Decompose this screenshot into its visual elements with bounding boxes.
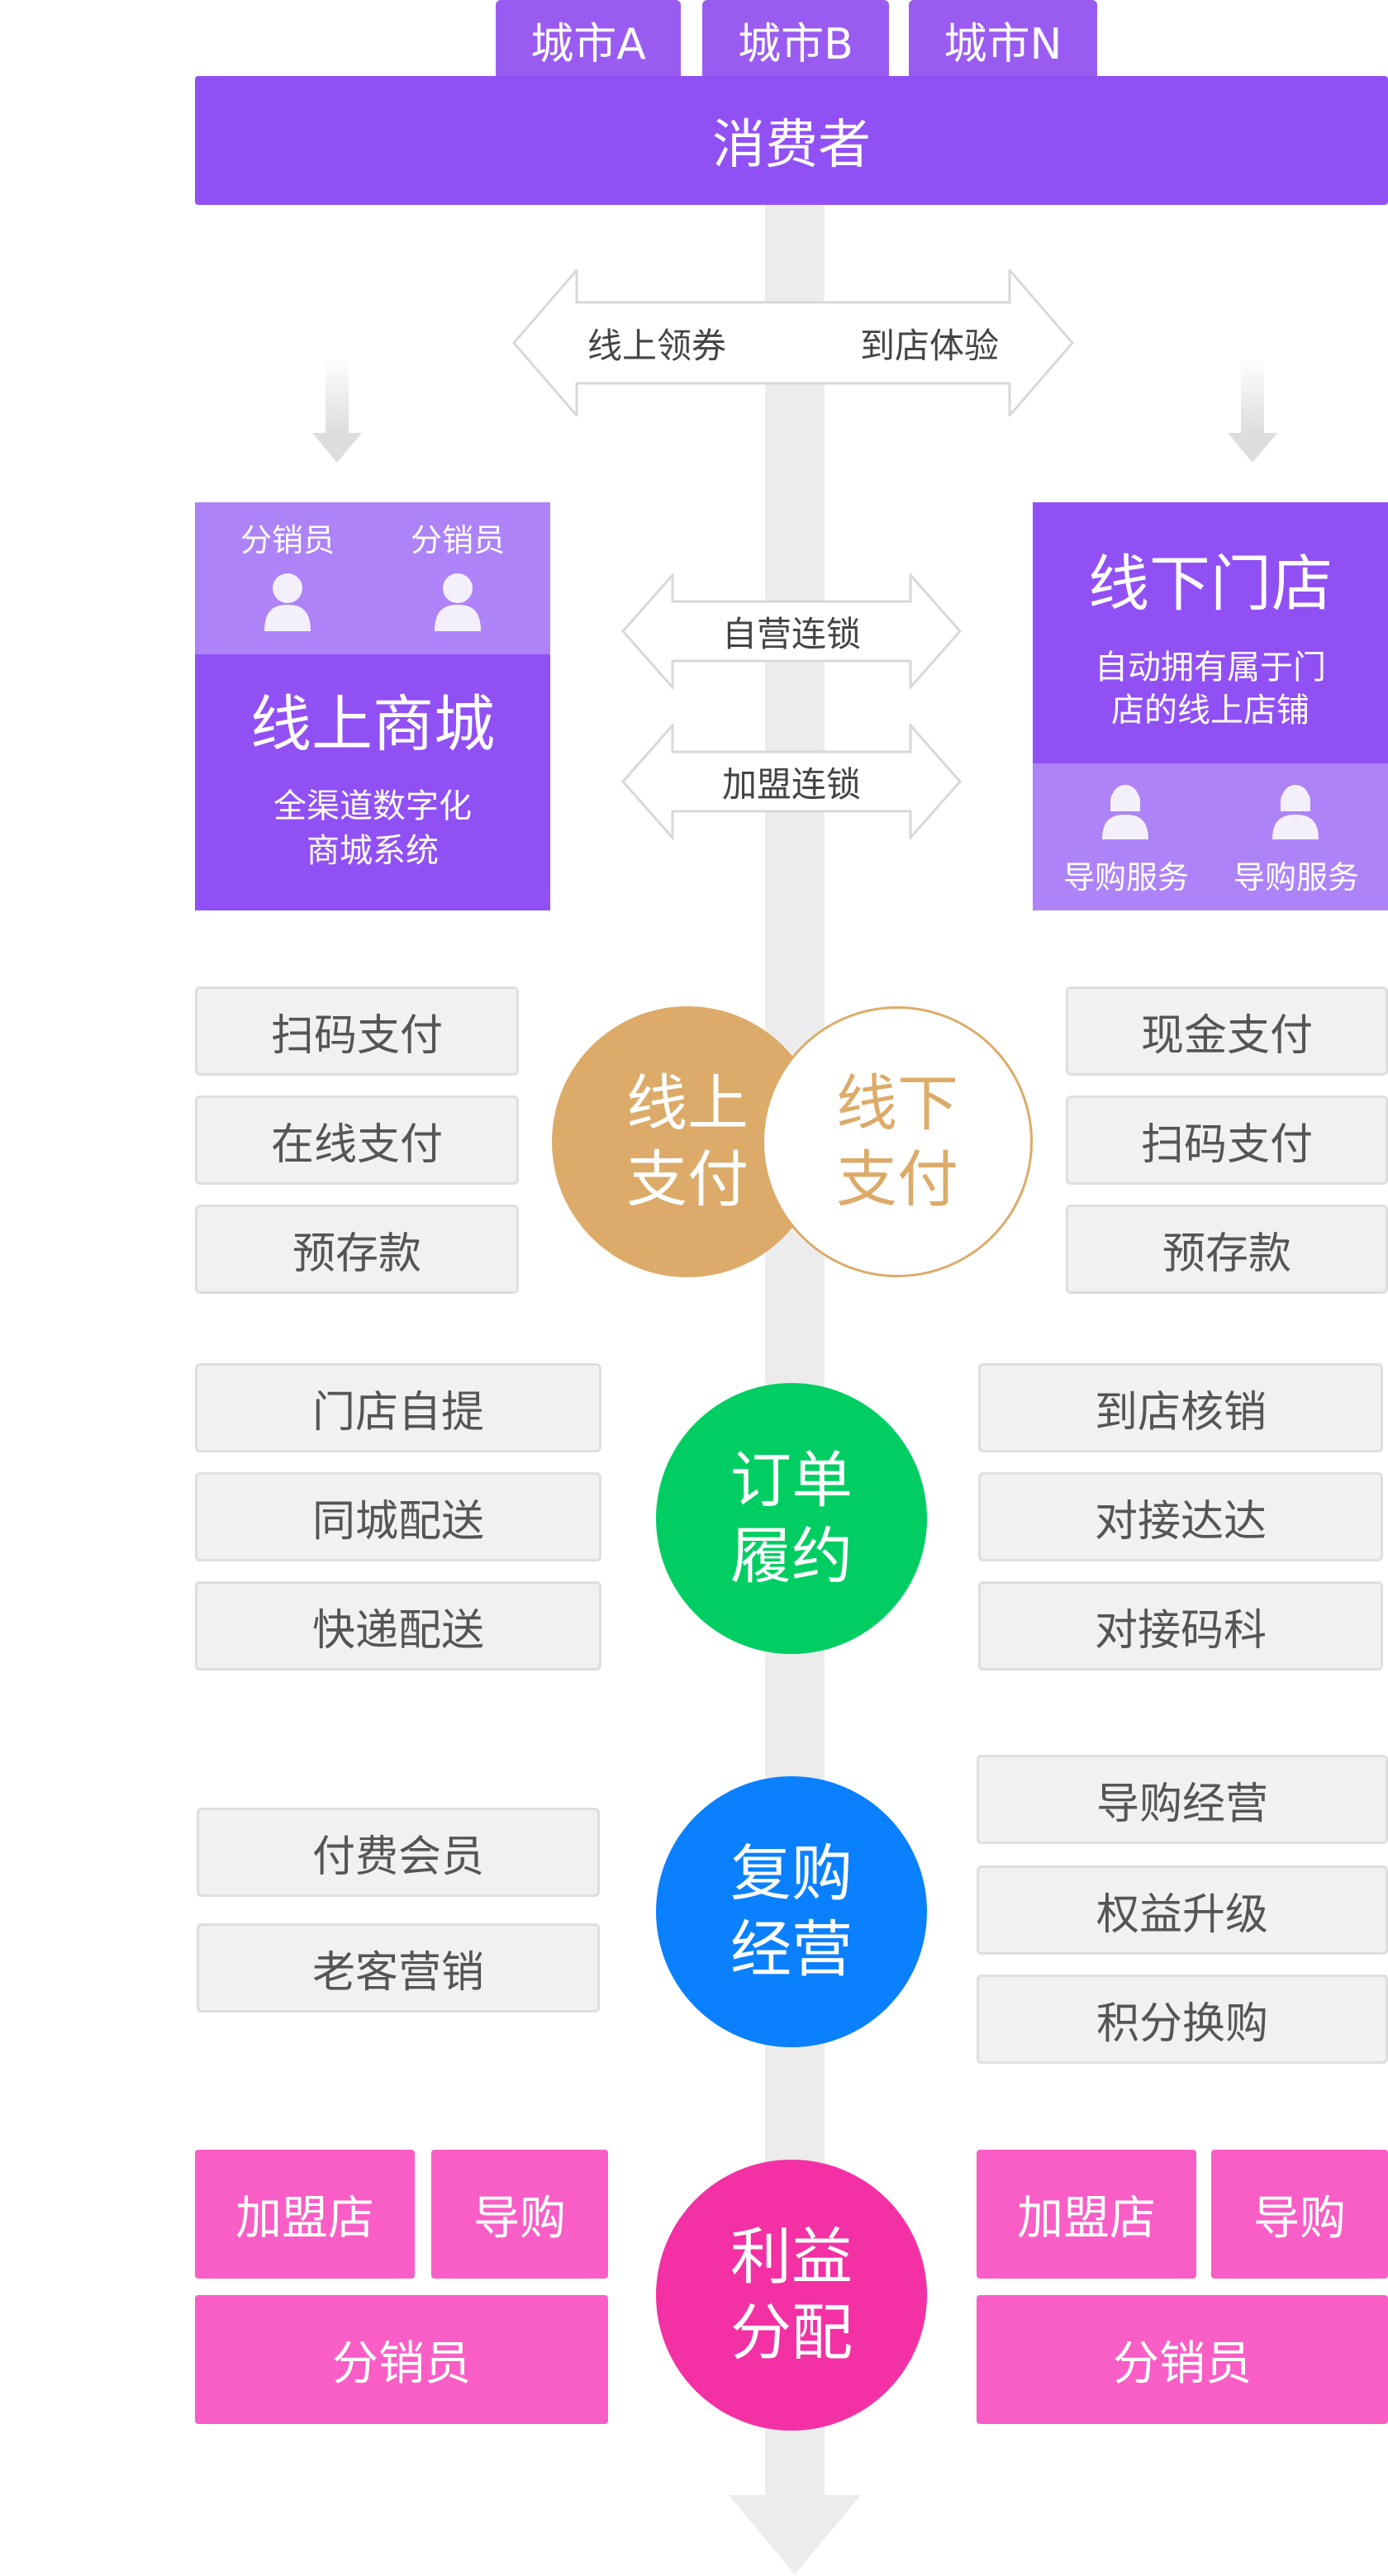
- offline-store-subtitle: 店的线上店铺: [1111, 692, 1310, 730]
- repurchase-option-right: 权益升级: [977, 1865, 1388, 1955]
- online-mall-subtitle: 商城系统: [307, 832, 439, 870]
- repurchase-option-right: 导购经营: [977, 1755, 1388, 1844]
- circle-text: 线下: [836, 1067, 958, 1139]
- payment-option-right: 扫码支付: [1066, 1096, 1388, 1185]
- offline-store-title: 线下门店: [1088, 548, 1333, 620]
- payment-option-right: 预存款: [1066, 1205, 1388, 1294]
- person-icon: [435, 573, 481, 631]
- city-tab-b[interactable]: 城市B: [702, 0, 889, 79]
- central-flow-spine: [765, 202, 825, 2507]
- profit-role-right: 导购: [1211, 2150, 1388, 2279]
- online-payment-circle: 线上 支付: [552, 1006, 823, 1277]
- profit-distribution-circle: 利益 分配: [656, 2160, 927, 2431]
- franchise-chain-label: 加盟连锁: [721, 763, 861, 805]
- profit-role-left: 分销员: [195, 2295, 608, 2424]
- repurchase-option-left: 老客营销: [197, 1923, 600, 2013]
- payment-option-left: 在线支付: [195, 1096, 519, 1185]
- circle-text: 线上: [626, 1067, 749, 1139]
- circle-text: 利益: [730, 2221, 853, 2293]
- fulfillment-option-right: 到店核销: [978, 1363, 1383, 1452]
- distributor-label: 分销员: [410, 521, 505, 558]
- distributor-label: 分销员: [240, 521, 335, 558]
- female-guide-icon: [1102, 785, 1148, 839]
- repurchase-option-right: 积分换购: [977, 1975, 1388, 2064]
- fulfillment-option-left: 同城配送: [195, 1472, 601, 1561]
- shopping-guide-label: 导购服务: [1062, 858, 1189, 896]
- circle-text: 履约: [730, 1521, 853, 1592]
- store-experience-label: 到店体验: [859, 325, 999, 366]
- circle-text: 复购: [730, 1837, 853, 1909]
- payment-option-right: 现金支付: [1066, 986, 1388, 1076]
- consumer-bar: 消费者: [195, 76, 1388, 205]
- profit-role-right: 加盟店: [977, 2150, 1196, 2279]
- circle-text: 分配: [730, 2298, 853, 2369]
- right-down-arrow: [1228, 357, 1277, 463]
- online-mall-title: 线上商城: [250, 688, 495, 760]
- profit-role-right: 分销员: [977, 2295, 1388, 2424]
- online-mall-card: [195, 654, 550, 910]
- shopping-guide-label: 导购服务: [1233, 858, 1359, 896]
- circle-text: 订单: [730, 1444, 853, 1516]
- person-icon: [264, 573, 311, 631]
- offline-store-card: [1033, 502, 1388, 763]
- online-mall-roles-panel: [195, 502, 550, 654]
- fulfillment-option-left: 门店自提: [195, 1363, 601, 1452]
- fulfillment-option-right: 对接达达: [978, 1472, 1383, 1561]
- franchise-chain-arrow: [621, 724, 962, 839]
- offline-store-subtitle: 自动拥有属于门: [1095, 649, 1326, 687]
- coupon-experience-double-arrow: [512, 269, 1074, 416]
- online-coupon-label: 线上领券: [587, 325, 726, 366]
- spine-arrow-head: [729, 2495, 861, 2574]
- left-down-arrow: [312, 357, 362, 463]
- circle-text: 支付: [836, 1144, 958, 1215]
- online-mall-subtitle: 全渠道数字化: [273, 787, 472, 825]
- circle-text: 支付: [626, 1144, 749, 1215]
- offline-store-roles-panel: [1033, 763, 1388, 910]
- circle-text: 经营: [730, 1914, 853, 1985]
- self-operated-chain-arrow: [621, 573, 962, 689]
- fulfillment-option-left: 快递配送: [195, 1581, 601, 1671]
- offline-payment-circle: 线下 支付: [762, 1006, 1033, 1277]
- repurchase-operation-circle: 复购 经营: [656, 1776, 927, 2047]
- city-tab-a[interactable]: 城市A: [496, 0, 681, 79]
- self-operated-chain-label: 自营连锁: [721, 613, 861, 654]
- order-fulfillment-circle: 订单 履约: [656, 1383, 927, 1654]
- fulfillment-option-right: 对接码科: [978, 1581, 1383, 1671]
- profit-role-left: 加盟店: [195, 2150, 415, 2279]
- payment-option-left: 扫码支付: [195, 986, 519, 1076]
- profit-role-left: 导购: [431, 2150, 608, 2279]
- repurchase-option-left: 付费会员: [197, 1808, 600, 1897]
- female-guide-icon: [1272, 785, 1319, 839]
- payment-option-left: 预存款: [195, 1205, 519, 1294]
- city-tab-n[interactable]: 城市N: [909, 0, 1097, 79]
